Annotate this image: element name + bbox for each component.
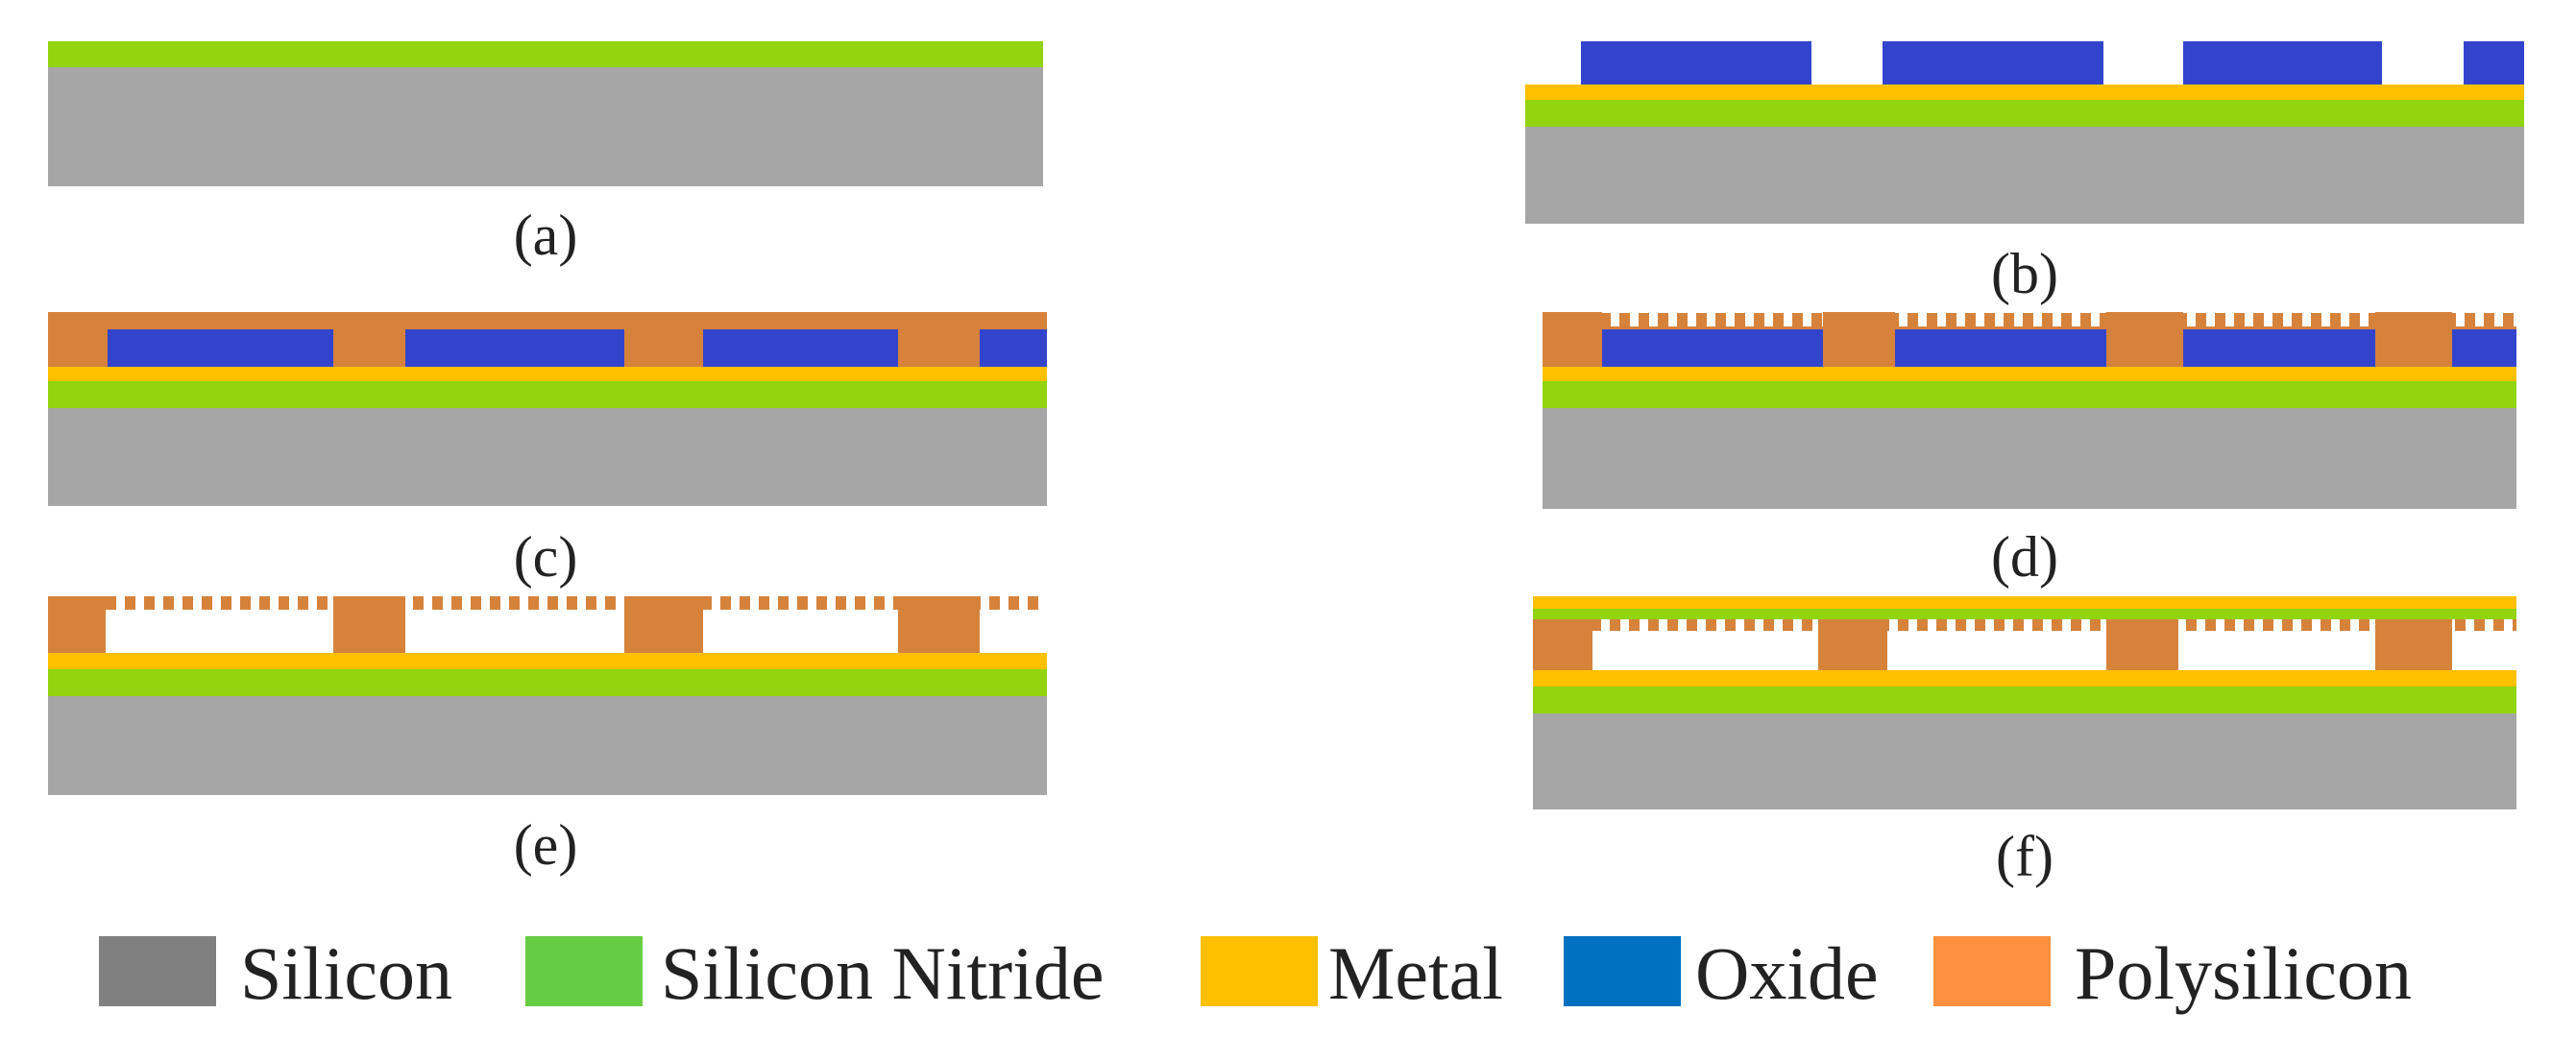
panel-c-label: (c) <box>514 525 578 589</box>
top-nitride-layer <box>1533 609 2516 619</box>
panel-d-label: (d) <box>1991 525 2058 589</box>
panel-a: (a) <box>48 41 1043 267</box>
nitride-layer <box>48 381 1047 408</box>
oxide-block <box>2183 329 2375 367</box>
anchor-post <box>1818 619 1887 670</box>
legend-swatch-polysilicon <box>1933 936 2051 1006</box>
panel-d: (d) <box>1543 312 2516 589</box>
anchor-post <box>898 596 980 653</box>
legend-label-oxide: Oxide <box>1695 931 1879 1015</box>
panel-e: (e) <box>48 596 1047 877</box>
oxide-block <box>108 329 333 367</box>
anchor-post <box>624 596 703 653</box>
silicon-layer <box>48 67 1043 186</box>
anchor-post <box>2106 312 2183 367</box>
legend-swatch-metal <box>1201 936 1318 1006</box>
panel-c: (c) <box>48 312 1047 589</box>
panel-f-label: (f) <box>1996 825 2054 888</box>
anchor-post <box>2375 619 2452 670</box>
metal-layer <box>1525 84 2524 100</box>
anchor-post <box>2106 619 2178 670</box>
legend-label-polysilicon: Polysilicon <box>2075 931 2412 1015</box>
panel-a-label: (a) <box>514 204 578 267</box>
anchor-post <box>333 596 405 653</box>
oxide-block <box>980 329 1047 367</box>
anchor-post <box>1823 312 1895 367</box>
oxide-block <box>2452 329 2516 367</box>
legend-swatch-nitride <box>525 936 643 1006</box>
oxide-block <box>2183 41 2382 84</box>
anchor-post <box>1543 312 1602 367</box>
silicon-layer <box>1525 127 2524 224</box>
legend-label-metal: Metal <box>1328 931 1503 1015</box>
nitride-layer <box>48 41 1043 67</box>
silicon-layer <box>48 696 1047 795</box>
top-metal-layer <box>1533 596 2516 609</box>
nitride-layer <box>1533 687 2516 713</box>
silicon-layer <box>1543 408 2516 509</box>
legend-label-nitride: Silicon Nitride <box>661 931 1104 1015</box>
oxide-block <box>1895 329 2106 367</box>
panel-b: (b) <box>1525 41 2524 305</box>
anchor-post <box>1533 619 1592 670</box>
panel-f: (f) <box>1533 596 2516 888</box>
nitride-layer <box>48 669 1047 696</box>
oxide-block <box>1883 41 2103 84</box>
legend-swatch-silicon <box>99 936 216 1006</box>
oxide-block <box>2464 41 2524 84</box>
metal-layer <box>1543 367 2516 381</box>
nitride-layer <box>1543 381 2516 408</box>
metal-layer <box>48 653 1047 669</box>
oxide-block <box>405 329 624 367</box>
nitride-layer <box>1525 100 2524 127</box>
silicon-layer <box>1533 713 2516 809</box>
metal-layer <box>48 367 1047 381</box>
oxide-block <box>1602 329 1823 367</box>
legend: Silicon Silicon Nitride Metal Oxide Poly… <box>99 931 2412 1015</box>
legend-swatch-oxide <box>1564 936 1681 1006</box>
silicon-layer <box>48 408 1047 506</box>
anchor-post <box>2375 312 2452 367</box>
oxide-block <box>1581 41 1811 84</box>
metal-layer <box>1533 670 2516 687</box>
oxide-block <box>703 329 898 367</box>
panel-b-label: (b) <box>1991 242 2058 305</box>
panel-e-label: (e) <box>514 813 578 877</box>
anchor-post <box>48 596 106 653</box>
legend-label-silicon: Silicon <box>240 931 452 1015</box>
